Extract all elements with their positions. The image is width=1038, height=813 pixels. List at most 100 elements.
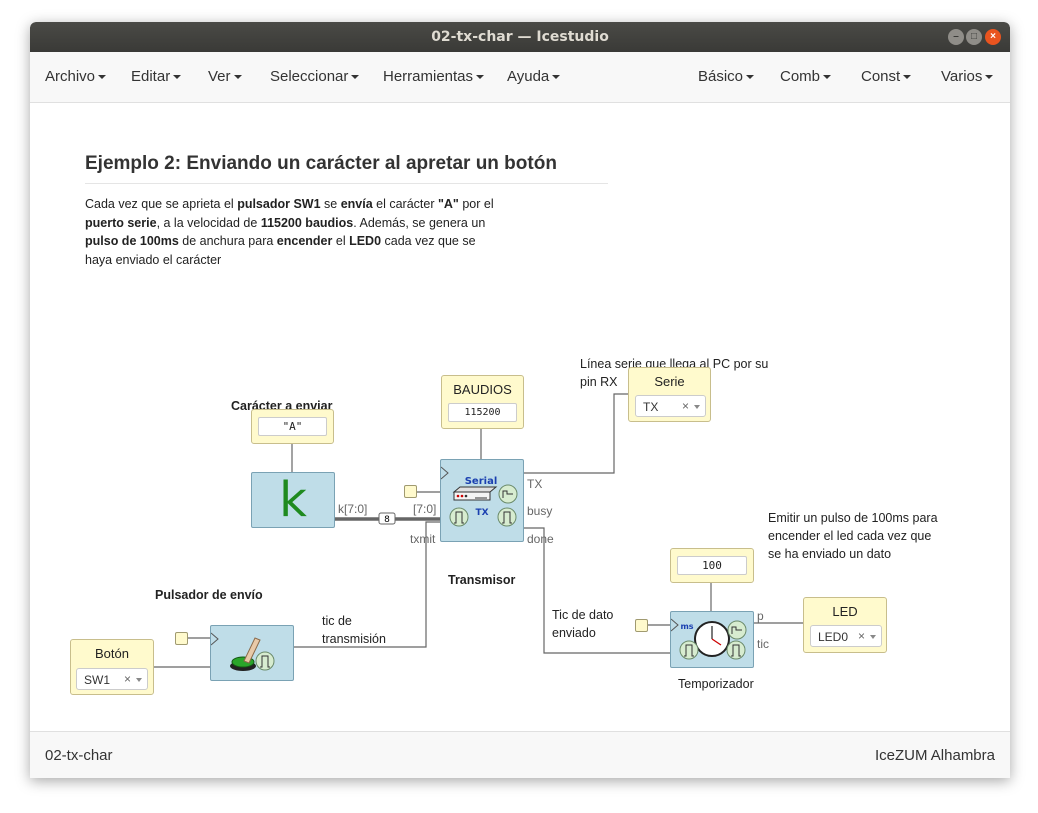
led-title: LED xyxy=(832,604,858,619)
timer-clk-input[interactable] xyxy=(635,619,648,632)
description-run: "A" xyxy=(437,197,459,211)
window-title: 02-tx-char — Icestudio xyxy=(431,29,609,45)
label-temporizador: Temporizador xyxy=(678,677,754,691)
description-run: Cada vez que se aprieta el xyxy=(85,197,238,211)
serie-title: Serie xyxy=(654,374,685,389)
description-run: . Además, se genera un xyxy=(353,215,486,230)
pulsador-clk-input[interactable] xyxy=(175,632,188,645)
serie-pin-value: TX xyxy=(643,400,659,414)
serie-pin-select[interactable]: TX × xyxy=(635,395,706,417)
pulsador-block[interactable] xyxy=(210,625,294,681)
clear-icon[interactable]: × xyxy=(124,672,132,686)
description-run: pulsador SW1 xyxy=(237,197,321,211)
footer-project-name: 02-tx-char xyxy=(45,747,113,764)
svg-text:Serial: Serial xyxy=(465,476,498,487)
menu-const[interactable]: Const xyxy=(861,68,911,85)
led-pin-value: LED0 xyxy=(818,630,849,644)
description-run: 115200 baudios xyxy=(260,215,354,230)
wire-pulsador-txmit xyxy=(292,521,440,648)
clear-icon[interactable]: × xyxy=(858,629,866,643)
description-text: Cada vez que se aprieta el pulsador SW1 … xyxy=(85,195,505,269)
svg-text:ms: ms xyxy=(680,622,693,631)
close-button[interactable]: × xyxy=(985,29,1001,45)
boton-input-block[interactable]: Botón SW1 × xyxy=(70,639,154,695)
status-bar: 02-tx-char IceZUM Alhambra xyxy=(30,731,1010,778)
serial-clk-input[interactable] xyxy=(404,485,417,498)
description-run: pulso de 100ms xyxy=(85,234,179,248)
menu-basico[interactable]: Básico xyxy=(698,68,754,85)
note-tic-transmision: tic de transmisión xyxy=(322,614,386,646)
serial-in-txmit-label: txmit xyxy=(410,532,436,546)
note-emitir: Emitir un pulso de 100ms para encender e… xyxy=(768,511,938,561)
chevron-down-icon[interactable] xyxy=(694,405,700,409)
serie-output-block[interactable]: Serie TX × xyxy=(628,367,711,422)
description-run: por el xyxy=(458,197,494,211)
serial-out-tx-label: TX xyxy=(527,477,543,491)
menu-ayuda[interactable]: Ayuda xyxy=(507,68,560,85)
char-value-input[interactable]: "A" xyxy=(258,417,327,436)
baudios-title: BAUDIOS xyxy=(453,382,512,397)
boton-pin-value: SW1 xyxy=(84,673,111,687)
chevron-down-icon[interactable] xyxy=(136,678,142,682)
description-run: el carácter xyxy=(372,197,438,211)
menu-bar: Archivo Editar Ver Seleccionar Herramien… xyxy=(30,52,1010,103)
timer-out-tic-label: tic xyxy=(757,637,769,651)
footer-board-name[interactable]: IceZUM Alhambra xyxy=(874,747,995,764)
note-tic-dato: Tic de dato enviado xyxy=(552,608,614,640)
menu-editar[interactable]: Editar xyxy=(131,68,181,85)
maximize-button[interactable]: □ xyxy=(966,29,982,45)
timer-out-p-label: p xyxy=(757,609,764,623)
description-run: envía xyxy=(340,197,373,211)
page-title: Ejemplo 2: Enviando un carácter al apret… xyxy=(85,153,608,184)
menu-varios[interactable]: Varios xyxy=(941,68,993,85)
description-run: LED0 xyxy=(349,234,382,248)
description-run: el xyxy=(332,234,350,248)
bus-width-text: 8 xyxy=(384,515,390,525)
k-glyph: k xyxy=(279,472,307,528)
menu-comb[interactable]: Comb xyxy=(780,68,831,85)
serial-in-data-label: [7:0] xyxy=(413,502,437,516)
description-run: puerto serie xyxy=(85,215,157,230)
minimize-button[interactable]: – xyxy=(948,29,964,45)
led-pin-select[interactable]: LED0 × xyxy=(810,625,882,647)
description-run: cada vez que se haya enviado el carácter xyxy=(85,234,476,267)
serial-out-busy-label: busy xyxy=(527,504,553,518)
chevron-down-icon[interactable] xyxy=(870,635,876,639)
menu-herramientas[interactable]: Herramientas xyxy=(383,68,484,85)
app-window: 02-tx-char — Icestudio – □ × Archivo Edi… xyxy=(30,22,1010,778)
timer-icon: ms xyxy=(670,618,747,660)
boton-title: Botón xyxy=(95,646,129,661)
clear-icon[interactable]: × xyxy=(682,399,690,413)
led-output-block[interactable]: LED LED0 × xyxy=(803,597,887,653)
description-run: encender xyxy=(276,234,333,248)
k-constant-block[interactable]: k xyxy=(251,472,335,528)
label-transmisor: Transmisor xyxy=(448,573,516,587)
svg-text:TX: TX xyxy=(475,508,488,518)
bus-width-badge xyxy=(378,512,396,525)
wire-done-timer xyxy=(524,527,670,654)
label-pulsador: Pulsador de envío xyxy=(155,588,263,602)
push-button-icon xyxy=(210,632,275,671)
wire-tx-serie xyxy=(524,393,628,474)
menu-ver[interactable]: Ver xyxy=(208,68,242,85)
description-run: se xyxy=(320,197,341,211)
title-bar[interactable]: 02-tx-char — Icestudio – □ × xyxy=(30,22,1010,52)
description-run: , a la velocidad de xyxy=(156,215,261,230)
serial-out-done-label: done xyxy=(527,532,554,546)
timer-constant-block[interactable]: 100 xyxy=(670,548,754,583)
serial-tx-block[interactable]: Serial TX xyxy=(440,459,524,542)
menu-seleccionar[interactable]: Seleccionar xyxy=(270,68,359,85)
serial-tx-icon: Serial TX xyxy=(440,466,518,527)
note-linea-serie: Línea serie que llega al PC por su pin R… xyxy=(580,357,769,389)
timer-value-input[interactable]: 100 xyxy=(677,556,747,575)
char-constant-block[interactable]: "A" xyxy=(251,409,334,444)
boton-pin-select[interactable]: SW1 × xyxy=(76,668,148,690)
description-run: de anchura para xyxy=(178,234,277,248)
baudios-block[interactable]: BAUDIOS 115200 xyxy=(441,375,524,429)
menu-archivo[interactable]: Archivo xyxy=(45,68,106,85)
baudios-input[interactable]: 115200 xyxy=(448,403,517,422)
wires-layer: 8 xyxy=(150,393,804,668)
temporizador-block[interactable]: ms xyxy=(670,611,754,668)
design-canvas[interactable]: Ejemplo 2: Enviando un carácter al apret… xyxy=(30,103,1010,731)
k-out-label: k[7:0] xyxy=(338,502,368,516)
